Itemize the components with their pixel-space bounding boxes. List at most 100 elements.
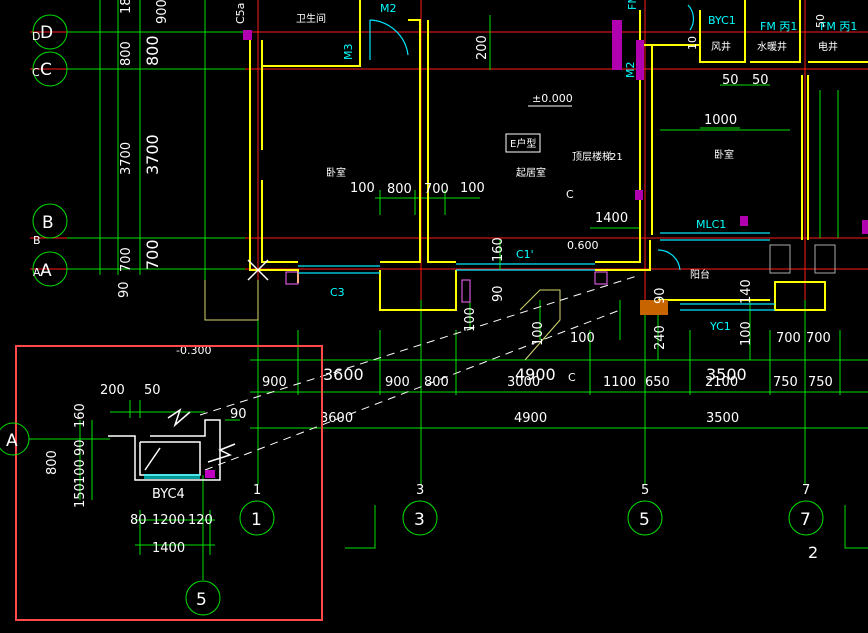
elev-0600: 0.600 [567, 239, 599, 252]
axis-label-d-dup: D [32, 30, 40, 43]
axis-label-c: C [40, 60, 52, 80]
balcony-block [640, 300, 668, 315]
room-balcony: 阳台 [690, 268, 710, 281]
detail-dim-1200: 1200 [152, 513, 185, 528]
plan-dim-160: 160 [491, 237, 506, 262]
axis-col-1-small: 1 [253, 483, 261, 498]
bottom-dim-900-a: 900 [262, 375, 287, 390]
axis-label-c-dup: C [32, 66, 40, 79]
bottom-dim-3600: 3600 [320, 411, 353, 426]
detail-axis-5: 5 [196, 590, 207, 610]
label-fm1-b: FM 丙1 [820, 20, 857, 33]
detail-window [144, 474, 200, 479]
dim-left-700-b: 700 [143, 239, 162, 270]
label-c1prime: C1' [516, 248, 534, 261]
leader-lines [199, 274, 641, 471]
plan-dim-1400: 1400 [595, 211, 628, 226]
bottom-dim-900-b: 900 [385, 375, 410, 390]
detail-dim-1400: 1400 [152, 541, 185, 556]
bottom-dim-750-a: 750 [773, 375, 798, 390]
label-10: 10 [686, 36, 699, 50]
unit-type: E户型 [510, 137, 536, 150]
room-bedroom-right: 卧室 [714, 148, 734, 161]
bottom-dim-4900: 4900 [514, 411, 547, 426]
bottom-dim-3600-big: 3600 [323, 365, 364, 384]
axis-label-a: A [40, 261, 52, 281]
corner-mark-a [345, 505, 376, 549]
label-m2-right: M2 [624, 62, 637, 79]
bottom-dim-750-b: 750 [808, 375, 833, 390]
windows [298, 4, 775, 311]
bottom-dim-4900-big: 4900 [515, 365, 556, 384]
bottom-dim-3500-big: 3500 [706, 365, 747, 384]
plan-dim-200: 200 [475, 35, 490, 60]
bottom-dim-3500: 3500 [706, 411, 739, 426]
plan-dim-700-right-b: 700 [806, 331, 831, 346]
label-byc1: BYC1 [708, 14, 736, 27]
dim-left-700-a: 700 [119, 247, 134, 272]
room-plumbing-shaft: 水暖井 [757, 40, 787, 53]
slab-outline [204, 280, 561, 361]
axis-col-5-small: 5 [641, 483, 649, 498]
label-50-top: 50 [814, 14, 827, 28]
detail-dim-50: 50 [144, 383, 161, 398]
dim-left-900: 900 [155, 0, 170, 24]
dim-left-3700-b: 3700 [143, 134, 162, 175]
dim-left-800-b: 800 [143, 35, 162, 66]
unit-type-box [505, 133, 541, 153]
bottom-dim-3000: 3000 [507, 375, 540, 390]
axis-col-7-small: 7 [802, 483, 810, 498]
plan-dim-100-a: 100 [350, 181, 375, 196]
room-stair-number: 21 [610, 152, 623, 163]
detail-dim-90: 90 [73, 439, 88, 456]
plan-dim-100-d: 100 [531, 321, 546, 346]
detail-axis-a: A [6, 431, 18, 451]
dim-left-800-a: 800 [119, 41, 134, 66]
label-mlc1: MLC1 [696, 218, 726, 231]
detail-dim-100: 100 [73, 459, 88, 484]
label-c5a: C5a [234, 3, 247, 24]
plan-dim-50-a: 50 [722, 73, 739, 88]
detail-column [205, 470, 215, 478]
detail-dim-800: 800 [45, 450, 60, 475]
plan-dim-100-c: 100 [463, 307, 478, 332]
bottom-dim-650: 650 [645, 375, 670, 390]
detail-dim-160: 160 [73, 403, 88, 428]
walls [249, 0, 868, 311]
detail-title: BYC4 [152, 487, 185, 502]
room-bathroom: 卫生间 [296, 12, 326, 25]
room-stair-note: 顶层楼梯 [572, 150, 612, 163]
plan-dim-90-b: 90 [653, 287, 668, 304]
elev-neg0300: -0.300 [176, 344, 211, 357]
bottom-dim-2100: 2100 [705, 375, 738, 390]
label-c3: C3 [330, 286, 345, 299]
bottom-dim-800: 800 [424, 375, 449, 390]
plan-dim-100-f: 100 [570, 331, 595, 346]
axis-label-b: B [42, 213, 54, 233]
label-yc1: YC1 [709, 320, 731, 333]
axis-col-3-small: 3 [416, 483, 424, 498]
label-fm: FM [626, 0, 639, 10]
bottom-dim-1100: 1100 [603, 375, 636, 390]
label-m3: M3 [342, 44, 355, 61]
room-air-shaft: 风井 [711, 40, 731, 53]
columns [243, 20, 868, 303]
plan-dim-100-b: 100 [460, 181, 485, 196]
plan-dim-700-right-a: 700 [776, 331, 801, 346]
plan-dim-100-e: 100 [739, 321, 754, 346]
cursor-cross [247, 259, 269, 281]
label-c-living: C [566, 188, 574, 201]
plan-dim-800: 800 [387, 182, 412, 197]
bottom-right-number: 2 [808, 543, 818, 562]
label-fm1-a: FM 丙1 [760, 20, 797, 33]
room-bedroom-left: 卧室 [326, 166, 346, 179]
detail-dim-150: 150 [73, 483, 88, 508]
dimension-lines [95, 0, 868, 485]
axis-col-3: 3 [414, 510, 425, 530]
axis-col-1: 1 [251, 510, 262, 530]
axis-label-d: D [40, 23, 53, 43]
axis-label-a-dup: A [33, 266, 41, 279]
corner-mark-b [844, 505, 868, 549]
